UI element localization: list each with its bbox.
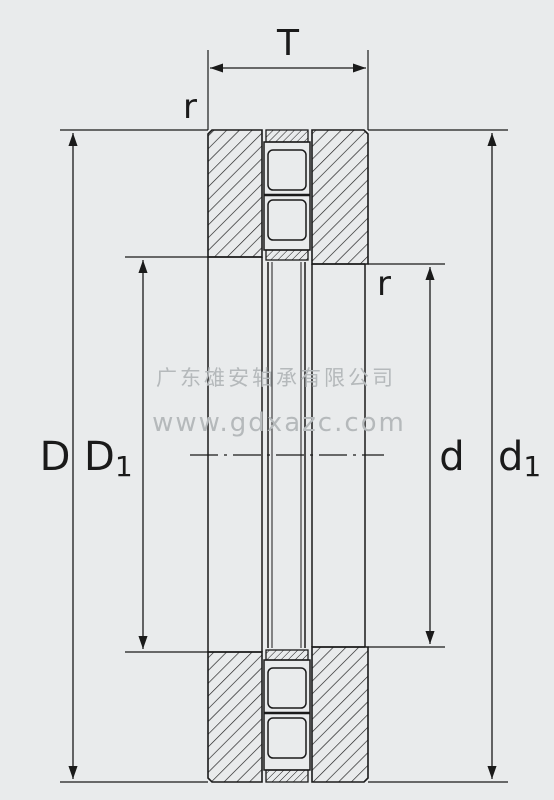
cage-bottom-cap (265, 769, 309, 783)
roller-bottom-1 (267, 667, 307, 709)
top-section (207, 129, 369, 265)
label-D1: D1 (84, 434, 133, 483)
watermark-url: www.gdxazc.com (152, 408, 406, 438)
label-T: T (276, 23, 300, 64)
cage-bottom-top (265, 649, 309, 661)
dimension-lines (68, 63, 497, 779)
shaft-washer-top (311, 129, 369, 265)
label-d: d (439, 434, 464, 480)
roller-top-1 (267, 149, 307, 191)
roller-bottom-2 (267, 717, 307, 759)
label-r-top: r (183, 87, 197, 127)
label-d1: d1 (498, 434, 541, 483)
shaft-washer-bottom (311, 646, 369, 783)
bottom-section (207, 646, 369, 783)
housing-washer-top (207, 129, 263, 258)
roller-top-2 (267, 199, 307, 241)
label-D: D (40, 434, 71, 480)
extension-lines (60, 50, 508, 783)
watermark-company: 广东雄安轴承有限公司 (156, 366, 396, 390)
label-r-inner: r (377, 264, 391, 304)
housing-washer-bottom (207, 651, 263, 783)
cage-top-cap (265, 129, 309, 143)
cage-top-bottom (265, 249, 309, 261)
